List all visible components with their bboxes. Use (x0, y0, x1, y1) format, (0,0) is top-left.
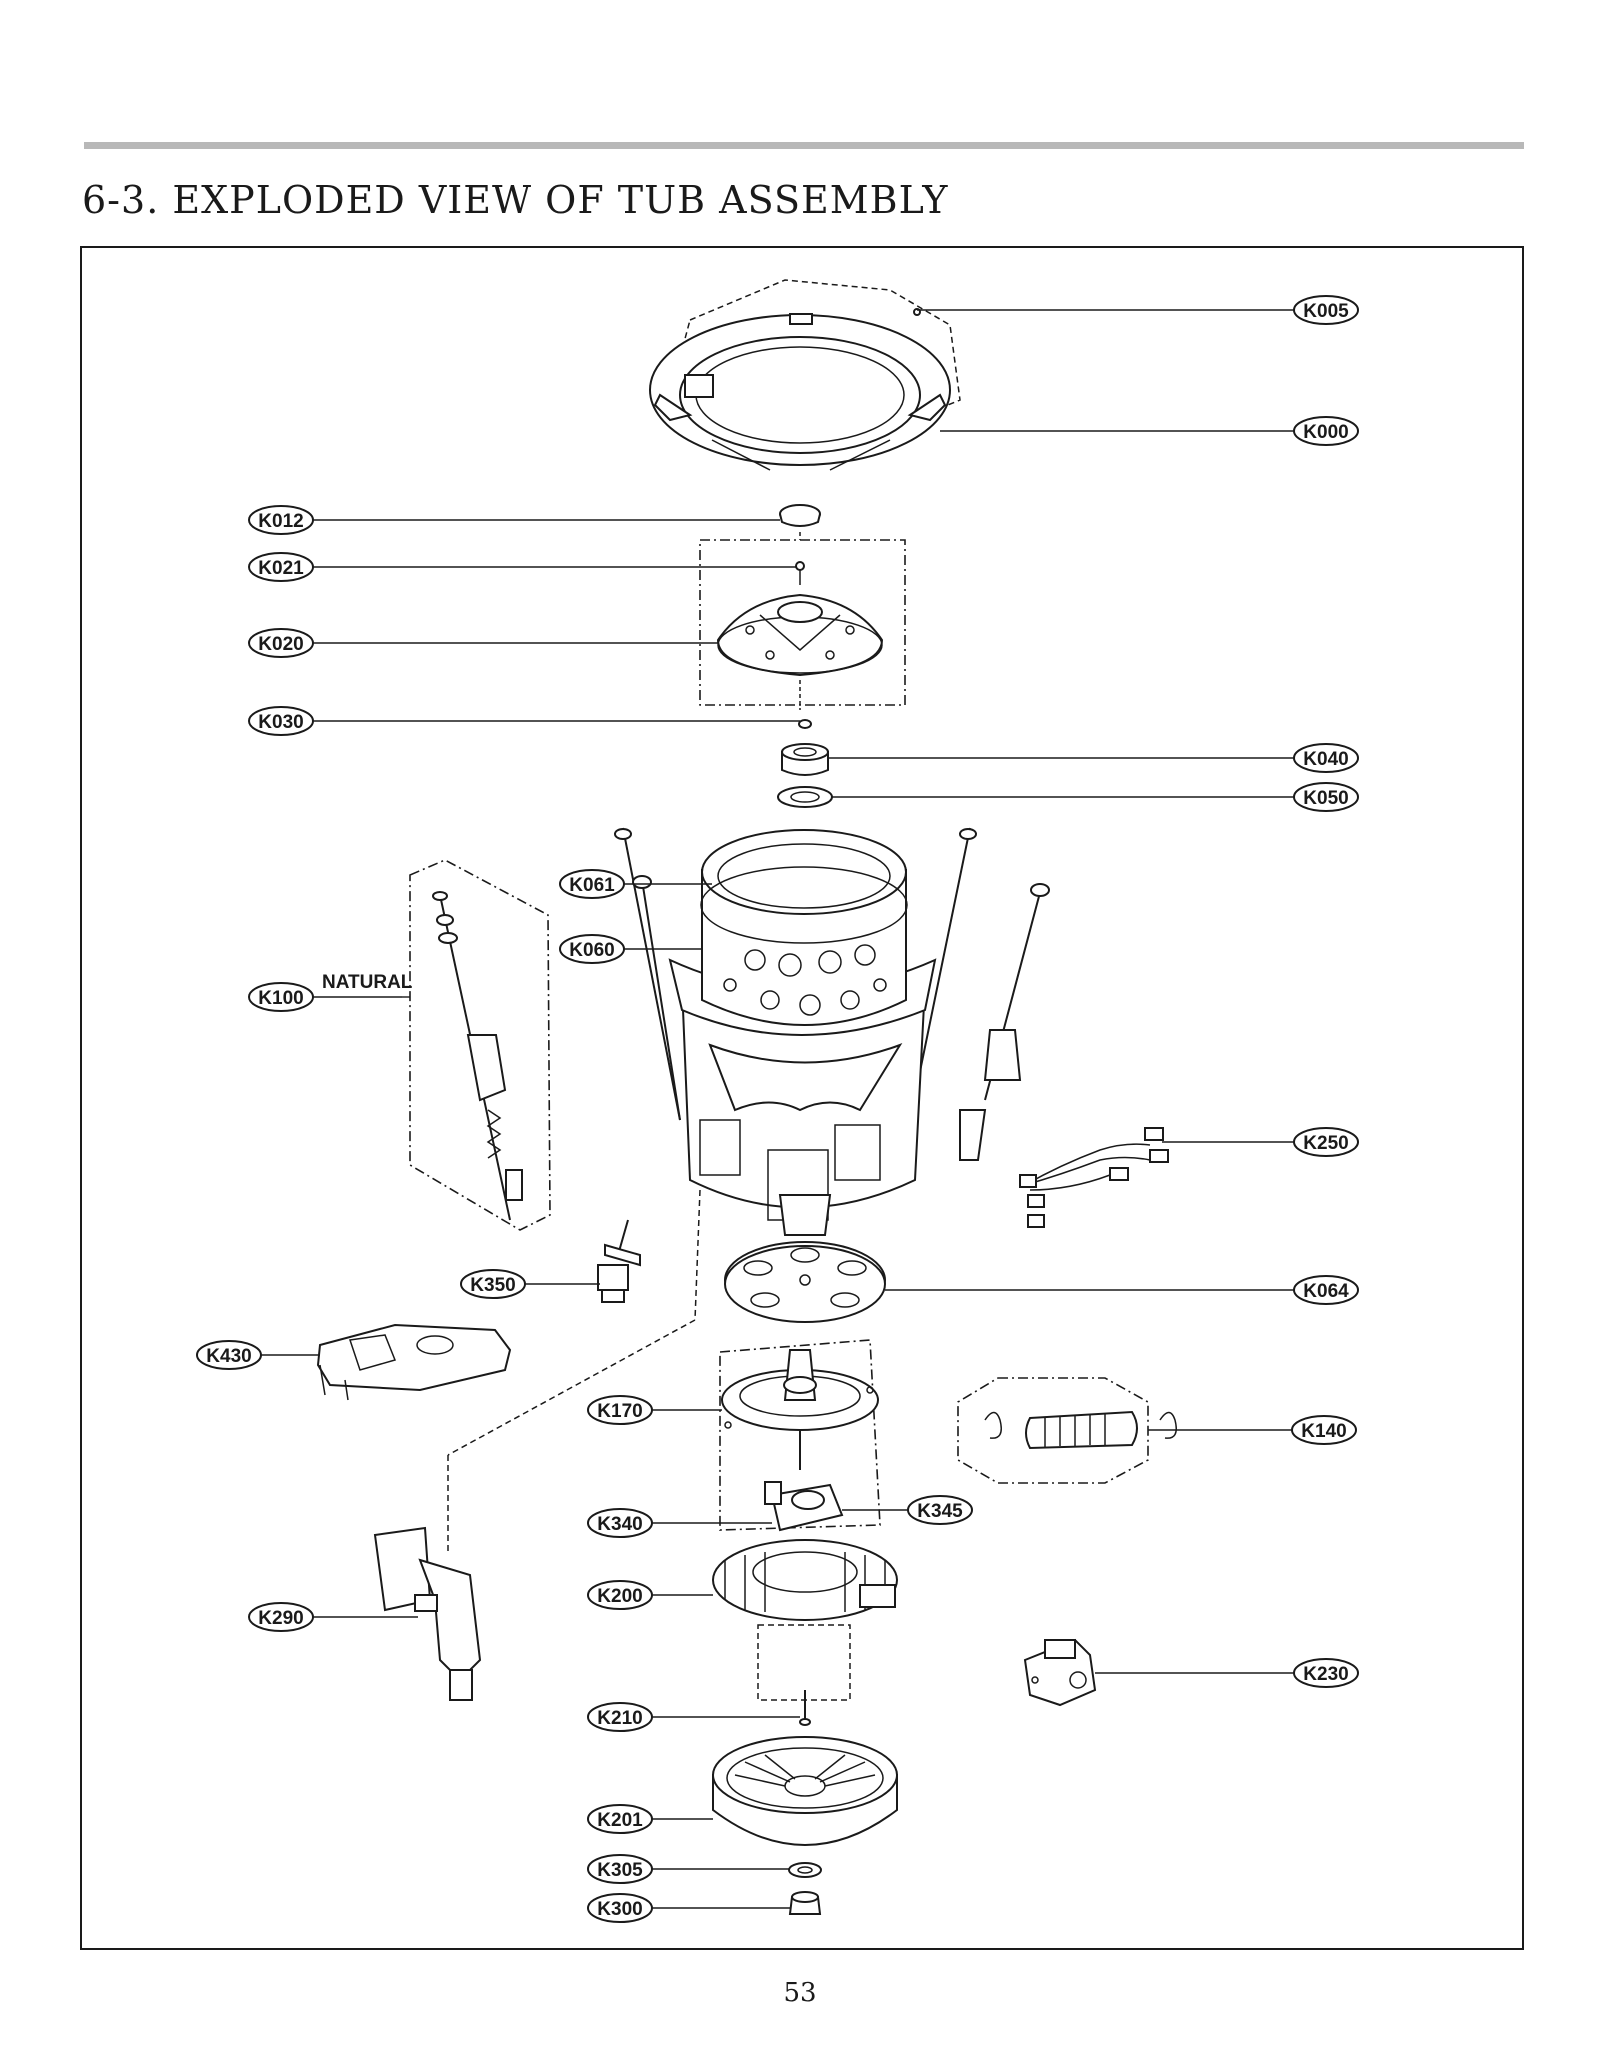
washer-k030-part (798, 719, 812, 729)
suspension-rods-part (614, 827, 1050, 1161)
wire-harness-k250-part (1019, 1127, 1169, 1228)
callout-k201: K201 (587, 1804, 653, 1834)
nut-k300-part (788, 1891, 822, 1915)
clutch-k340-part (764, 1481, 844, 1532)
bolt-k210-part (799, 1690, 811, 1726)
nut-k040-part (781, 743, 829, 776)
callout-label: K060 (569, 940, 614, 961)
callout-k000: K000 (1293, 416, 1359, 446)
callout-k345: K345 (907, 1495, 973, 1525)
callout-label: K290 (258, 1608, 303, 1629)
sensor-k350-part (597, 1219, 641, 1303)
callout-k430: K430 (196, 1340, 262, 1370)
callout-k140: K140 (1291, 1415, 1357, 1445)
callout-label: K000 (1303, 422, 1348, 443)
callout-k170: K170 (587, 1395, 653, 1425)
callout-label: K210 (597, 1708, 642, 1729)
callout-k060: K060 (559, 934, 625, 964)
bearing-housing-k170-part (721, 1349, 879, 1470)
callout-label: K350 (470, 1275, 515, 1296)
callout-label: K020 (258, 634, 303, 655)
washer-k305-part (788, 1862, 822, 1878)
top-rule (84, 142, 1524, 149)
screw-k021-part (795, 561, 805, 585)
callout-k210: K210 (587, 1702, 653, 1732)
callout-label: K201 (597, 1810, 643, 1831)
callout-k050: K050 (1293, 782, 1359, 812)
callout-k200: K200 (587, 1580, 653, 1610)
pump-k230-part (1023, 1638, 1097, 1707)
callout-label: K170 (597, 1401, 642, 1422)
callout-k230: K230 (1293, 1658, 1359, 1688)
callout-label: K140 (1301, 1421, 1346, 1442)
suspension-k100-part (432, 891, 523, 1221)
callout-label: K030 (258, 712, 303, 733)
callout-k350: K350 (460, 1269, 526, 1299)
callout-k340: K340 (587, 1508, 653, 1538)
callout-label: K021 (258, 558, 304, 579)
callout-label: K430 (206, 1346, 251, 1367)
callout-label: K305 (597, 1860, 643, 1881)
callout-k300: K300 (587, 1893, 653, 1923)
callout-label: K040 (1303, 749, 1348, 770)
tub-drum-part (668, 829, 937, 1236)
callout-label: K005 (1303, 301, 1349, 322)
leader-lines (261, 309, 1294, 1909)
callout-k061: K061 (559, 869, 625, 899)
natural-annotation: NATURAL (322, 972, 413, 993)
callout-k305: K305 (587, 1854, 653, 1884)
callout-label: K064 (1303, 1281, 1349, 1302)
callout-k021: K021 (248, 552, 314, 582)
callout-label: K340 (597, 1514, 642, 1535)
bracket-k430-part (316, 1323, 512, 1401)
callout-label: K300 (597, 1899, 642, 1920)
callout-k250: K250 (1293, 1127, 1359, 1157)
drain-k290-part (373, 1526, 482, 1701)
page-number: 53 (783, 1978, 817, 2008)
callout-k012: K012 (248, 505, 314, 535)
callout-k100: K100 (248, 982, 314, 1012)
rotor-k201-part (712, 1736, 898, 1846)
callout-k030: K030 (248, 706, 314, 736)
stator-k200-part (712, 1539, 898, 1701)
callout-k020: K020 (248, 628, 314, 658)
callout-label: K230 (1303, 1664, 1348, 1685)
callout-label: K050 (1303, 788, 1348, 809)
hose-k140-part (984, 1410, 1177, 1450)
gasket-k050-part (777, 786, 833, 808)
callout-label: K250 (1303, 1133, 1348, 1154)
callout-label: K200 (597, 1586, 642, 1607)
cap-k012-part (779, 504, 821, 540)
callout-label: K061 (569, 875, 615, 896)
callout-label: K100 (258, 988, 303, 1009)
pulsator-k020-part (716, 593, 884, 710)
page-title: 6-3. EXPLODED VIEW OF TUB ASSEMBLY (82, 178, 949, 222)
tub-cover-part (649, 279, 961, 471)
callout-k040: K040 (1293, 743, 1359, 773)
callout-label: K345 (917, 1501, 963, 1522)
callout-k005: K005 (1293, 295, 1359, 325)
callout-k290: K290 (248, 1602, 314, 1632)
callout-label: K012 (258, 511, 303, 532)
diagram-frame (80, 246, 1524, 1950)
callout-k064: K064 (1293, 1275, 1359, 1305)
base-plate-k064-part (724, 1241, 886, 1323)
